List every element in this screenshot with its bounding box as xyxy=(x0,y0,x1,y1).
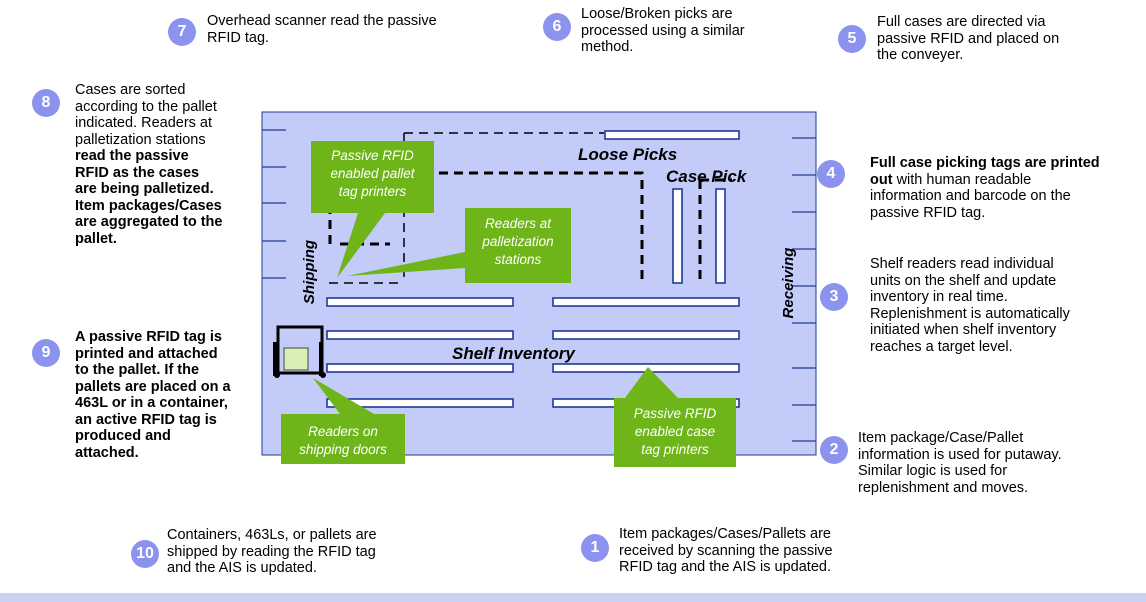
callout-pallet-printers-shape xyxy=(311,141,434,278)
callout-palletization-readers: Readers at palletization stations xyxy=(482,216,554,267)
step-8-text: Cases are sorted according to the pallet… xyxy=(75,82,223,247)
receiving-dock-marks xyxy=(792,137,816,442)
rack-left-4 xyxy=(326,398,514,408)
rack-left-2 xyxy=(326,330,514,340)
rack-loose-picks xyxy=(604,130,740,140)
receiving-label: Receiving xyxy=(780,247,797,319)
step-2-badge: 2 xyxy=(820,436,848,464)
step-6-text: Loose/Broken picks are processed using a… xyxy=(581,6,745,55)
step-6-badge: 6 xyxy=(543,13,571,41)
step-4-text: Full case picking tags are printed out w… xyxy=(870,155,1100,221)
rack-right-1 xyxy=(552,297,740,307)
shipping-door-pallet xyxy=(273,325,326,378)
callout-pallet-printers: Passive RFID enabled pallet tag printers xyxy=(330,148,415,199)
shipping-dock-marks xyxy=(262,129,286,279)
callout-palletization-readers-shape xyxy=(347,208,571,283)
step-9-badge: 9 xyxy=(32,339,60,367)
shelf-inventory-label: Shelf Inventory xyxy=(452,344,575,363)
step-1-text: Item packages/Cases/Pallets are received… xyxy=(619,526,833,575)
callout-shipping-doors-shape xyxy=(281,378,405,464)
rack-case-pick-1 xyxy=(672,188,683,284)
shipping-label: Shipping xyxy=(301,239,318,305)
callout-shipping-doors: Readers on shipping doors xyxy=(299,424,387,457)
step-9-text: A passive RFID tag is printed and attach… xyxy=(75,329,231,461)
step-10-badge: 10 xyxy=(131,540,159,568)
case-pick-label: Case Pick xyxy=(666,167,747,186)
rack-right-2 xyxy=(552,330,740,340)
rack-case-pick-2 xyxy=(715,188,726,284)
step-1-badge: 1 xyxy=(581,534,609,562)
callout-case-printers: Passive RFID enabled case tag printers xyxy=(633,406,717,457)
step-7-text: Overhead scanner read the passive RFID t… xyxy=(207,13,437,46)
step-3-badge: 3 xyxy=(820,283,848,311)
step-5-text: Full cases are directed via passive RFID… xyxy=(877,14,1060,63)
step-5-badge: 5 xyxy=(838,25,866,53)
step-3-text: Shelf readers read individual units on t… xyxy=(870,256,1070,355)
loose-picks-label: Loose Picks xyxy=(578,145,678,164)
rack-left-1 xyxy=(326,297,514,307)
step-7-badge: 7 xyxy=(168,18,196,46)
callout-case-printers-shape xyxy=(614,367,736,467)
step-2-text: Item package/Case/Pallet information is … xyxy=(858,430,1062,496)
step-10-text: Containers, 463Ls, or pallets are shippe… xyxy=(167,527,377,576)
step-4-badge: 4 xyxy=(817,160,845,188)
step-8-badge: 8 xyxy=(32,89,60,117)
footer-band xyxy=(0,593,1146,602)
rack-left-3 xyxy=(326,363,514,373)
